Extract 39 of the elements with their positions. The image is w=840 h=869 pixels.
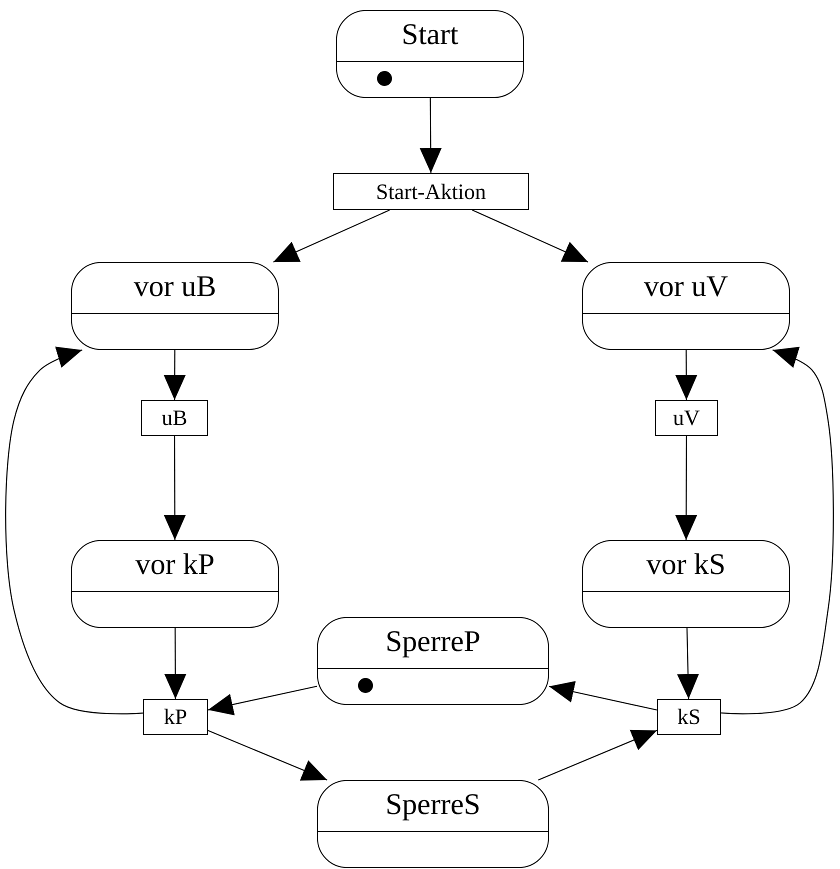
- transition-label: Start-Aktion: [376, 178, 486, 204]
- transition-box: [333, 173, 529, 210]
- transition-box: [141, 400, 208, 436]
- place-label: vor uB: [132, 269, 218, 305]
- transition-label: kS: [677, 704, 701, 730]
- place-box: [71, 540, 279, 628]
- arrow: [164, 628, 186, 699]
- transition-box: [657, 699, 721, 735]
- transition-label: kP: [164, 704, 188, 730]
- arrow: [164, 350, 186, 400]
- arrow: [208, 730, 328, 781]
- place-label: SperreS: [384, 787, 482, 823]
- place-box: [317, 780, 549, 868]
- transition-label: uV: [673, 405, 700, 431]
- place-label: Start: [400, 17, 460, 53]
- arrow: [5, 346, 144, 714]
- place-label: SperreP: [384, 624, 482, 660]
- arrow: [472, 210, 588, 262]
- place-box: [336, 10, 524, 98]
- arrow: [548, 680, 658, 711]
- arrow: [677, 628, 700, 700]
- place-label: vor kP: [134, 547, 216, 583]
- place-box: [71, 262, 279, 350]
- arrow: [273, 210, 390, 262]
- transition-box: [143, 699, 208, 735]
- arrow: [675, 436, 698, 540]
- place-label: vor uV: [642, 269, 730, 305]
- arrow: [538, 730, 658, 780]
- arrow: [164, 436, 186, 540]
- arrow: [208, 686, 318, 716]
- transition-box: [655, 400, 718, 436]
- arrow: [720, 346, 834, 714]
- arrow: [420, 98, 442, 173]
- transition-label: uB: [162, 405, 188, 431]
- place-box: [317, 617, 549, 705]
- place-box: [582, 540, 790, 628]
- place-box: [582, 262, 790, 350]
- place-label: vor kS: [645, 547, 727, 583]
- arrow: [675, 350, 698, 400]
